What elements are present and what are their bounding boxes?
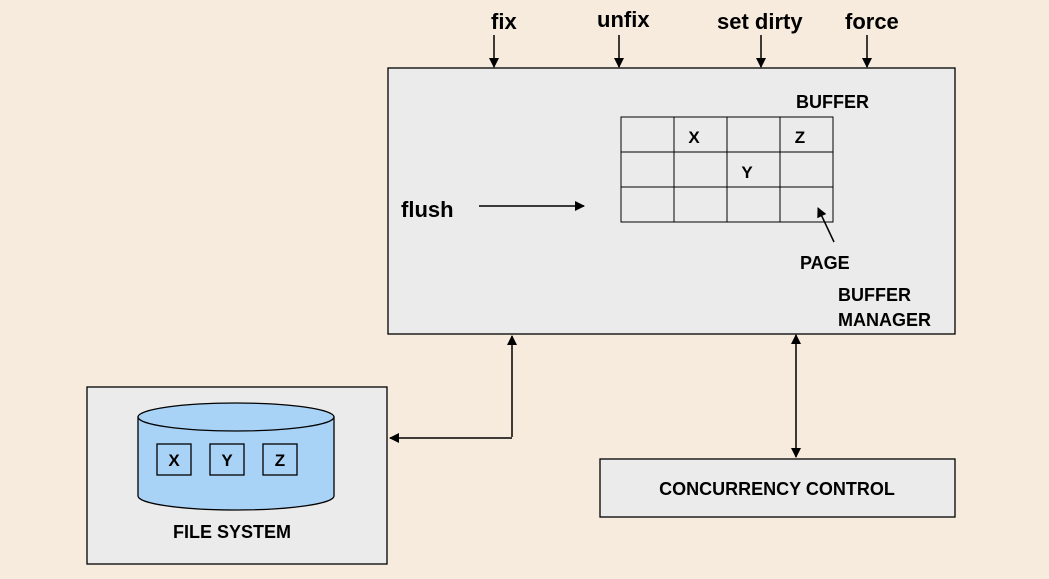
concurrency-control-label: CONCURRENCY CONTROL bbox=[659, 479, 895, 499]
page-pointer-arrow bbox=[817, 207, 835, 243]
fs-page-label: Z bbox=[275, 451, 285, 470]
page-label: PAGE bbox=[800, 253, 850, 273]
fs-page-box bbox=[262, 443, 298, 476]
fix-label: fix bbox=[491, 9, 517, 34]
buffer-manager-title-line1: BUFFER bbox=[838, 285, 911, 305]
fs-page-label: Y bbox=[221, 451, 233, 470]
file-system-pages: X Y Z bbox=[156, 443, 298, 476]
fs-page-box bbox=[156, 443, 192, 476]
fs-page-label: X bbox=[168, 451, 180, 470]
buffer-label: BUFFER bbox=[796, 92, 869, 112]
buffer-page-cell: Z bbox=[795, 128, 805, 147]
flush-label: flush bbox=[401, 197, 454, 222]
force-label: force bbox=[845, 9, 899, 34]
fs-page-box bbox=[209, 443, 245, 476]
concurrency-control-box bbox=[599, 458, 956, 518]
file-system-label: FILE SYSTEM bbox=[173, 522, 291, 542]
database-cylinder-icon bbox=[137, 402, 335, 511]
buffer-manager-title-line2: MANAGER bbox=[838, 310, 931, 330]
set-dirty-label: set dirty bbox=[717, 9, 803, 34]
buffer-manager-box bbox=[387, 67, 956, 335]
unfix-label: unfix bbox=[597, 7, 650, 32]
buffer-grid: X Z Y bbox=[620, 116, 834, 223]
buffer-page-cell: X bbox=[688, 128, 700, 147]
buffer-page-cell: Y bbox=[741, 163, 753, 182]
